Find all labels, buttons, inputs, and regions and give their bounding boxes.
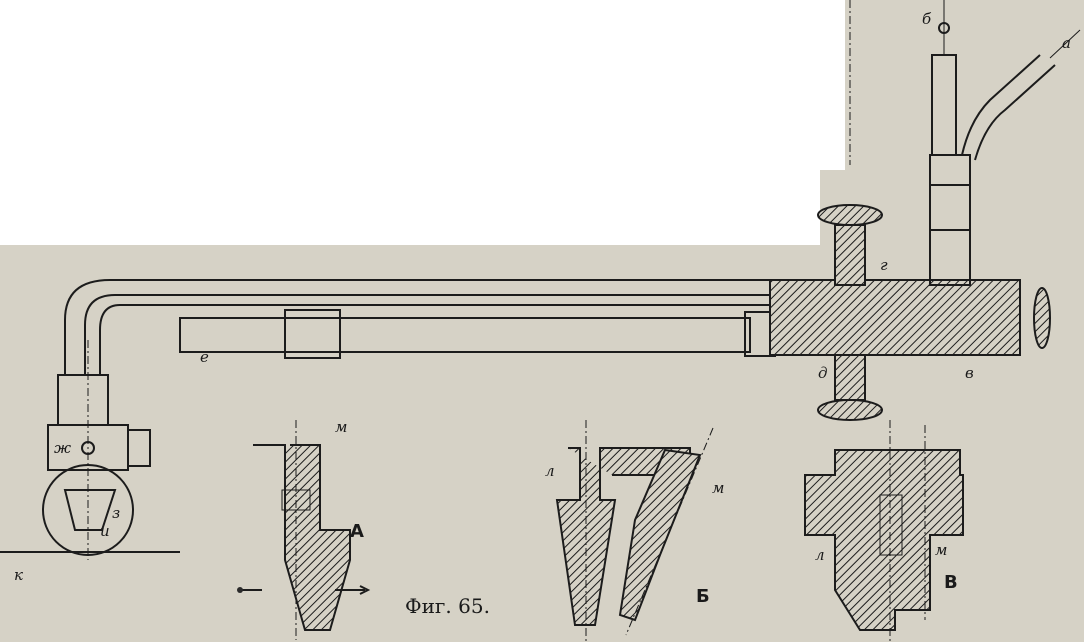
valve-handwheel-side (1033, 287, 1051, 349)
blank-area (0, 0, 845, 245)
label-detail-A: А (350, 521, 364, 542)
label-d: д (818, 364, 828, 382)
valve-handwheel-bottom (817, 399, 883, 421)
label-m-a: м (335, 418, 347, 436)
label-z: з (112, 504, 120, 522)
label-m-b: м (712, 479, 724, 497)
label-g: г (880, 256, 888, 274)
label-detail-B: Б (696, 586, 710, 607)
label-detail-V: В (944, 572, 958, 593)
nozzle-detail-b (555, 420, 714, 642)
label-zh: ж (54, 439, 71, 457)
coupling-nut (284, 309, 341, 359)
figure-caption: Фиг. 65. (405, 594, 490, 618)
nozzle-detail-a (237, 420, 371, 640)
label-e: е (200, 348, 209, 366)
label-v: в (965, 364, 974, 382)
valve-handwheel-top (817, 204, 883, 226)
label-l-b: л (545, 462, 555, 480)
label-k: к (14, 566, 23, 584)
nozzle-detail-v (804, 420, 964, 642)
label-l-v: л (815, 546, 825, 564)
label-a: а (1062, 34, 1071, 52)
valve-block (769, 279, 1021, 356)
label-b: б (922, 10, 932, 28)
label-m-v: м (935, 541, 947, 559)
torch-body (0, 0, 1081, 560)
label-i: и (100, 522, 110, 540)
